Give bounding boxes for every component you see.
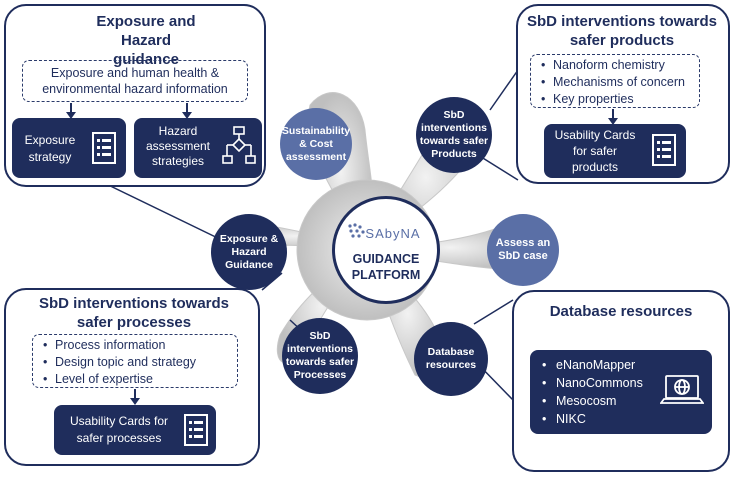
- database-list: eNanoMapper NanoCommons Mesocosm NIKC: [542, 356, 643, 428]
- panel-title: SbD interventions towards safer products: [526, 13, 718, 49]
- node-exposure[interactable]: Exposure & Hazard Guidance: [211, 214, 287, 290]
- laptop-globe-icon: [660, 375, 704, 404]
- node-products[interactable]: SbD interventions towards safer Products: [416, 97, 492, 173]
- sabyna-logo: SAbyNA: [335, 223, 437, 243]
- exposure-strategy-box[interactable]: Exposure strategy: [12, 118, 126, 178]
- document-list-icon: [92, 132, 116, 164]
- hazard-assessment-box[interactable]: Hazard assessment strategies: [134, 118, 262, 178]
- usability-cards-processes[interactable]: Usability Cards for safer processes: [54, 405, 216, 455]
- node-sustainability[interactable]: Sustainability & Cost assessment: [280, 108, 352, 180]
- info-box: Exposure and human health & environmenta…: [22, 60, 248, 102]
- document-list-icon: [184, 414, 208, 446]
- node-processes[interactable]: SbD interventions towards safer Processe…: [282, 318, 358, 394]
- node-assess[interactable]: Assess an SbD case: [487, 214, 559, 286]
- list-item: Design topic and strategy: [43, 354, 237, 371]
- list-item[interactable]: NIKC: [542, 410, 643, 428]
- list-item: Nanoform chemistry: [541, 57, 699, 74]
- arrow-down-icon: [130, 389, 140, 405]
- list-item: Level of expertise: [43, 371, 237, 388]
- list-item[interactable]: Mesocosm: [542, 392, 643, 410]
- list-item: Process information: [43, 337, 237, 354]
- panel-database-resources: Database resources eNanoMapper NanoCommo…: [512, 290, 730, 472]
- arrow-down-icon: [66, 103, 76, 119]
- list-item: Key properties: [541, 91, 699, 108]
- database-list-box: eNanoMapper NanoCommons Mesocosm NIKC: [530, 350, 712, 434]
- panel-title: Exposure and Hazard guidance: [96, 13, 196, 68]
- list-item[interactable]: NanoCommons: [542, 374, 643, 392]
- arrow-down-icon: [182, 103, 192, 119]
- logo-text: SAbyNA: [365, 226, 421, 241]
- center-title: GUIDANCE PLATFORM: [351, 252, 421, 282]
- usability-cards-products[interactable]: Usability Cards for safer products: [544, 124, 686, 178]
- panel-safer-processes: SbD interventions towards safer processe…: [4, 288, 260, 466]
- panel-title: Database resources: [549, 303, 693, 320]
- list-item: Mechanisms of concern: [541, 74, 699, 91]
- flowchart-icon: [222, 126, 256, 164]
- node-database[interactable]: Database resources: [414, 322, 488, 396]
- center-hub: SAbyNA GUIDANCE PLATFORM: [332, 196, 440, 304]
- list-item[interactable]: eNanoMapper: [542, 356, 643, 374]
- products-list: Nanoform chemistry Mechanisms of concern…: [531, 57, 699, 108]
- panel-safer-products: SbD interventions towards safer products…: [516, 4, 730, 184]
- panel-title: SbD interventions towards safer processe…: [38, 295, 230, 331]
- document-list-icon: [652, 134, 676, 166]
- processes-info-box: Process information Design topic and str…: [32, 334, 238, 388]
- arrow-down-icon: [608, 109, 618, 125]
- products-info-box: Nanoform chemistry Mechanisms of concern…: [530, 54, 700, 108]
- panel-exposure-hazard: Exposure and Hazard guidance Exposure an…: [4, 4, 266, 187]
- processes-list: Process information Design topic and str…: [33, 337, 237, 388]
